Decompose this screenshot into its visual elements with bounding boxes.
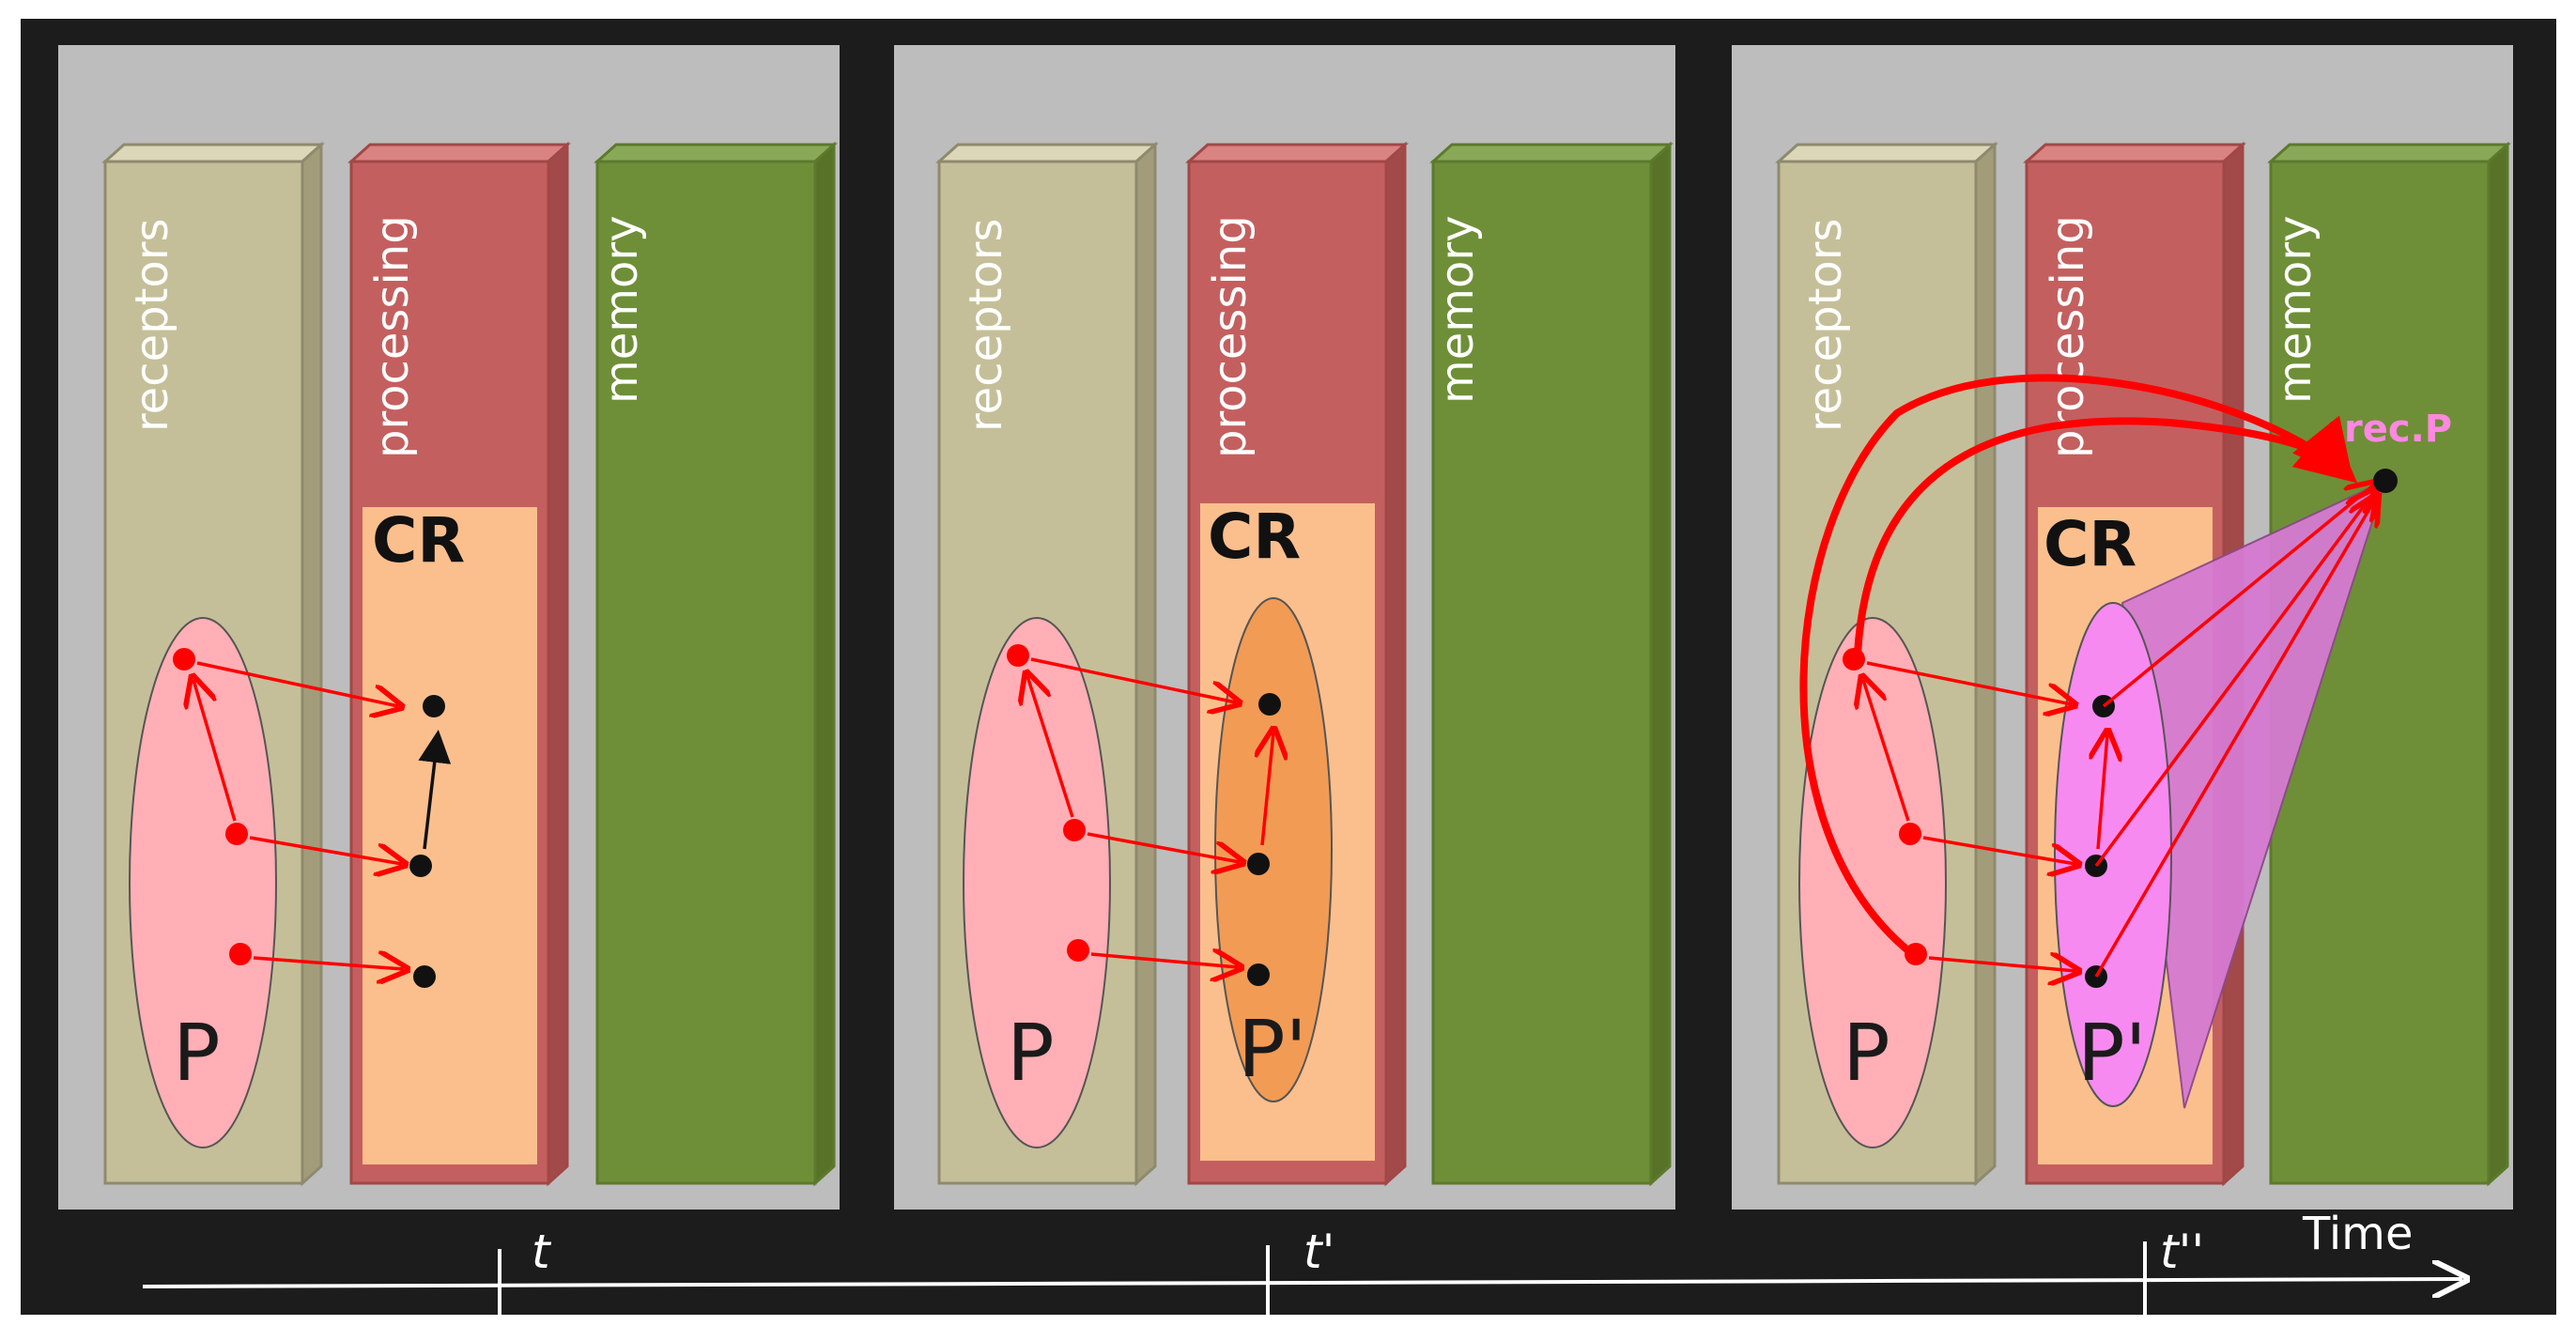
cr-label: CR <box>1208 501 1301 573</box>
pattern-point <box>1063 819 1086 841</box>
transfer-arrow <box>1928 958 2075 971</box>
processing-label: processing <box>2042 215 2094 458</box>
pattern-point <box>1843 648 1865 670</box>
p-ellipse <box>1798 617 1947 1148</box>
transfer-arrow <box>1922 836 2075 864</box>
transfer-arrow <box>249 836 402 864</box>
pattern-point <box>225 823 248 845</box>
timeline: t t' t'' Time <box>142 1208 2462 1315</box>
recall-arrow <box>2094 498 2376 978</box>
tick-label-t: t <box>532 1225 552 1279</box>
cr-point <box>1247 963 1270 986</box>
link-arrow <box>1863 680 1910 822</box>
processing-label: processing <box>1204 215 1257 458</box>
receptors-label: receptors <box>960 218 1012 432</box>
timeline-axis <box>142 1279 2462 1287</box>
transfer-arrow <box>1087 832 1240 862</box>
memory-column: memory <box>1429 141 1674 1187</box>
memory-column: memory <box>594 141 838 1187</box>
cr-point <box>413 965 436 988</box>
cr-link-arrow <box>2098 734 2107 850</box>
recall-curve-arrow <box>1799 374 2358 956</box>
receptors-label: receptors <box>126 218 178 432</box>
tick-label-t-prime: t' <box>1303 1225 1334 1279</box>
receptors-label: receptors <box>1799 218 1852 432</box>
p-label: P <box>1843 1007 1890 1099</box>
rec-p-label: rec.P <box>2344 408 2452 451</box>
cr-point <box>1258 693 1281 716</box>
pattern-point <box>1899 823 1921 845</box>
transfer-arrow <box>196 661 398 706</box>
receptors-column: receptors <box>101 141 325 1187</box>
p-ellipse <box>963 617 1111 1148</box>
pattern-point <box>1067 939 1089 962</box>
tick-label-t-double-prime: t'' <box>2160 1225 2204 1279</box>
pattern-point <box>1007 644 1029 667</box>
p-label: P <box>1007 1007 1055 1099</box>
memory-label: memory <box>2269 215 2321 404</box>
rec-p-point <box>2373 469 2398 493</box>
recall-arrow <box>2094 492 2374 868</box>
p-prime-label: P' <box>2077 1007 2147 1099</box>
memory-label: memory <box>595 215 648 404</box>
link-arrow <box>1027 676 1074 818</box>
panel-t: receptors processing CR memory P <box>58 45 840 1210</box>
transfer-arrow <box>1030 657 1236 702</box>
time-label: Time <box>2302 1208 2413 1260</box>
pattern-point <box>173 648 195 670</box>
processing-label: processing <box>366 215 419 458</box>
cr-label: CR <box>372 504 465 577</box>
cr-point <box>423 695 445 717</box>
transfer-arrow <box>1866 661 2072 704</box>
p-prime-label: P' <box>1238 1003 1307 1095</box>
panel-t-prime: receptors processing CR memory P P' <box>894 45 1675 1210</box>
cr-label: CR <box>2044 508 2136 580</box>
p-label: P <box>173 1007 221 1099</box>
link-arrow <box>193 680 237 822</box>
pattern-point <box>229 943 252 965</box>
cr-region <box>362 507 537 1164</box>
cr-point <box>1247 853 1270 875</box>
memory-label: memory <box>1431 215 1484 404</box>
panel-t-double-prime: receptors processing CR memory P P' <box>1732 45 2513 1210</box>
processing-column: processing CR <box>347 141 571 1187</box>
recall-arrow <box>2102 485 2374 708</box>
transfer-arrow <box>253 958 404 969</box>
cr-link-arrow <box>1262 732 1273 846</box>
cr-link-arrow <box>418 730 452 850</box>
transfer-arrow <box>1090 954 1238 967</box>
p-ellipse <box>129 617 277 1148</box>
cr-point <box>409 855 432 877</box>
